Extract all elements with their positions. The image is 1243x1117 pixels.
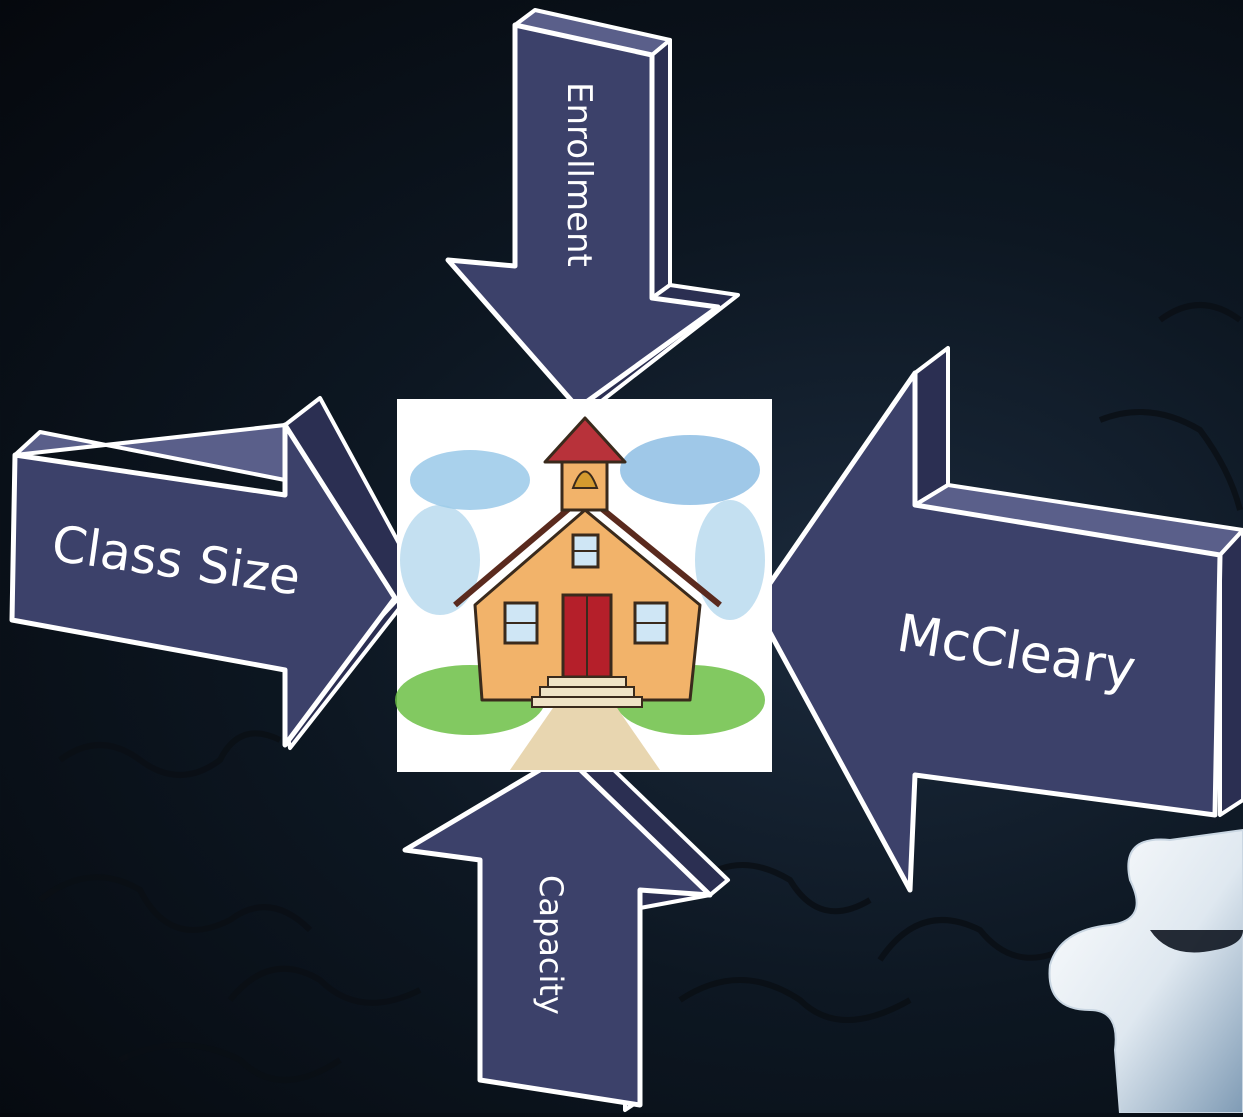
mccleary-arrow: McCleary — [755, 348, 1243, 890]
capacity-label: Capacity — [532, 875, 570, 1015]
enrollment-label: Enrollment — [559, 82, 599, 267]
capacity-arrow: Capacity — [405, 745, 728, 1110]
enrollment-arrow: Enrollment — [448, 10, 738, 410]
class-size-arrow: Class Size — [12, 398, 420, 748]
puzzle-piece-icon — [1050, 830, 1243, 1113]
schoolhouse-image — [395, 399, 772, 772]
